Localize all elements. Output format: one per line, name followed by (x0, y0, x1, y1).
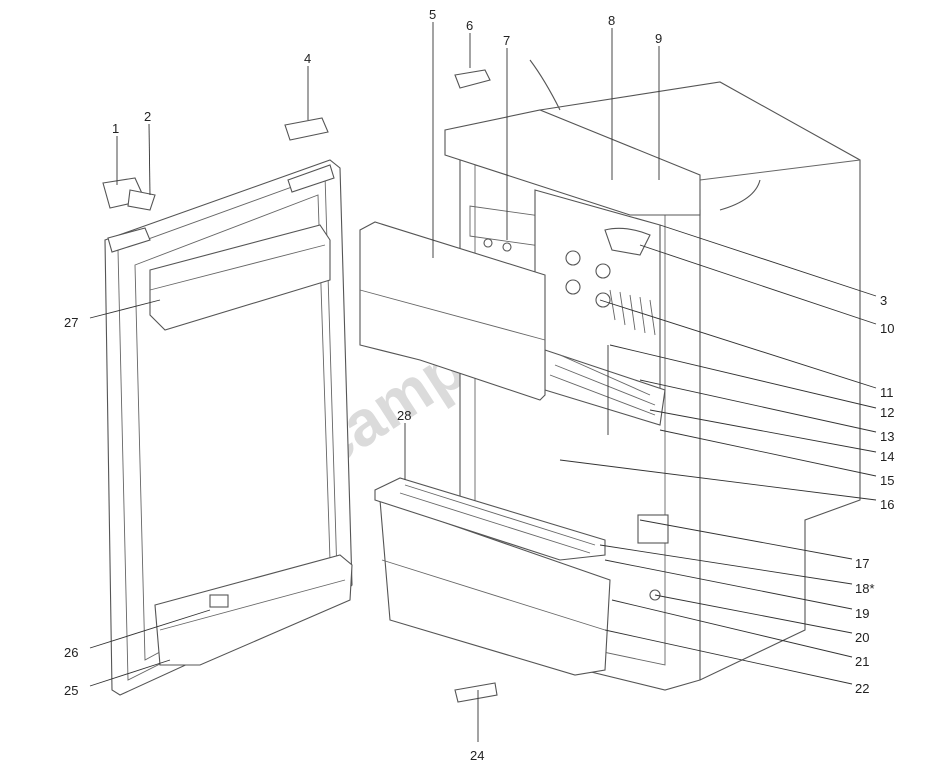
callout-18: 18* (855, 581, 875, 596)
leader-lines (89, 22, 877, 742)
callout-6: 6 (466, 18, 473, 33)
callout-19: 19 (855, 606, 869, 621)
callout-28: 28 (397, 408, 411, 423)
callout-8: 8 (608, 13, 615, 28)
callout-25: 25 (64, 683, 78, 698)
callout-21: 21 (855, 654, 869, 669)
callout-27: 27 (64, 315, 78, 330)
callout-13: 13 (880, 429, 894, 444)
callout-26: 26 (64, 645, 78, 660)
callout-2: 2 (144, 109, 151, 124)
callout-7: 7 (503, 33, 510, 48)
callout-9: 9 (655, 31, 662, 46)
door-bin-lower (154, 554, 353, 666)
callout-1: 1 (112, 121, 119, 136)
door (104, 159, 353, 696)
callout-15: 15 (880, 473, 894, 488)
door-bin-upper (149, 224, 331, 331)
callout-24: 24 (470, 748, 484, 763)
crisper-cover (359, 221, 546, 401)
callout-4: 4 (304, 51, 311, 66)
callout-10: 10 (880, 321, 894, 336)
lower-shelf-and-drawer (374, 477, 611, 703)
callout-17: 17 (855, 556, 869, 571)
callout-labels: 1 2 3 4 5 6 7 8 9 10 11 12 13 14 15 16 1… (64, 7, 894, 763)
callout-11: 11 (880, 385, 894, 400)
callout-14: 14 (880, 449, 894, 464)
callout-12: 12 (880, 405, 894, 420)
callout-3: 3 (880, 293, 887, 308)
top-cover (444, 109, 701, 216)
callout-5: 5 (429, 7, 436, 22)
hinge-parts (102, 117, 329, 211)
callout-16: 16 (880, 497, 894, 512)
callout-22: 22 (855, 681, 869, 696)
callout-20: 20 (855, 630, 869, 645)
